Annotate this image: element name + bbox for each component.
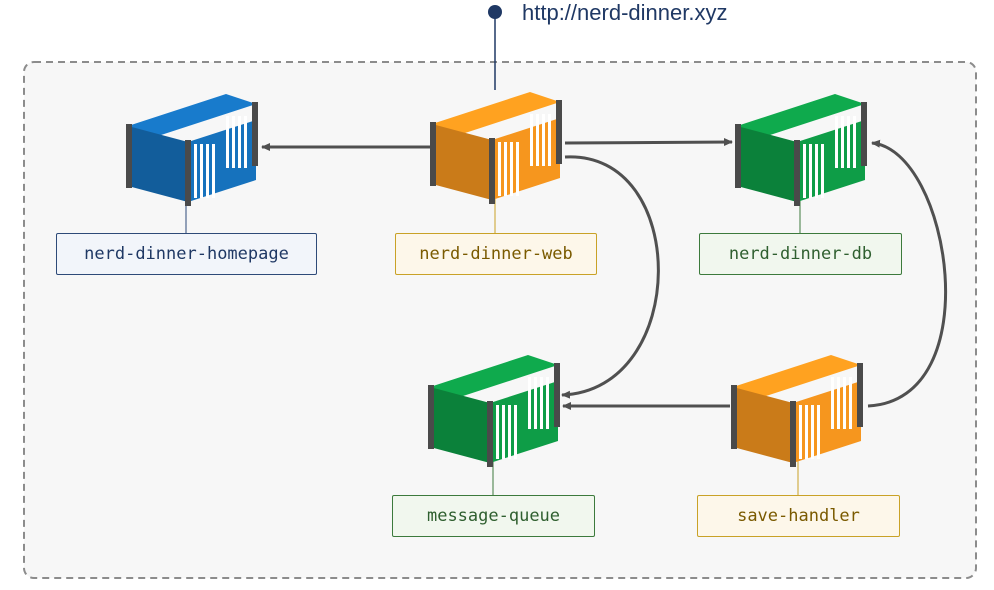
container-door-stripe — [212, 144, 215, 198]
container-door-stripe — [841, 116, 844, 168]
container-front-face — [737, 126, 797, 202]
url-dot — [488, 5, 502, 19]
container-front-face — [733, 387, 793, 463]
container-door-stripe — [799, 405, 802, 459]
container-door-stripe — [811, 405, 814, 459]
container-door-stripe — [821, 144, 824, 198]
container-door-stripe — [194, 144, 197, 198]
container-door-stripe — [853, 116, 856, 168]
container-post — [861, 102, 867, 166]
container-door-stripe — [536, 114, 539, 166]
arrow-web-to-db — [564, 138, 733, 147]
container-door-stripe — [847, 116, 850, 168]
network-boundary — [23, 61, 977, 579]
container-door-stripe — [516, 142, 519, 196]
label-nerd-dinner-web: nerd-dinner-web — [395, 233, 597, 275]
container-door-stripe — [514, 405, 517, 459]
container-door-stripe — [226, 116, 229, 168]
label-message-queue: message-queue — [392, 495, 595, 537]
arrow-save-to-db — [867, 139, 948, 408]
container-front-face — [430, 387, 490, 463]
container-post — [185, 140, 191, 206]
container-door-stripe — [496, 405, 499, 459]
container-post — [794, 140, 800, 206]
container-front-face — [432, 124, 492, 200]
container-door-stripe — [504, 142, 507, 196]
container-post — [735, 124, 741, 188]
container-door-stripe — [803, 144, 806, 198]
container-door-stripe — [200, 144, 203, 198]
arrow-web-to-queue — [561, 155, 660, 399]
container-icon-save-handler — [731, 355, 863, 467]
container-door-stripe — [508, 405, 511, 459]
container-door-stripe — [540, 377, 543, 429]
container-door-stripe — [849, 377, 852, 429]
container-icon-nerd-dinner-db — [735, 94, 867, 206]
container-door-stripe — [510, 142, 513, 196]
container-top-face — [733, 355, 861, 397]
container-post — [252, 102, 258, 166]
container-door-stripe — [542, 114, 545, 166]
container-door-stripe — [831, 377, 834, 429]
container-post — [556, 100, 562, 164]
container-post — [428, 385, 434, 449]
container-top-face — [737, 94, 865, 136]
container-icon-nerd-dinner-homepage — [126, 94, 258, 206]
container-icon-message-queue — [428, 355, 560, 467]
container-post — [554, 363, 560, 427]
container-top-face — [128, 94, 256, 136]
label-save-handler: save-handler — [697, 495, 900, 537]
endpoint-url[interactable]: http://nerd-dinner.xyz — [522, 0, 728, 25]
container-front-face — [128, 126, 188, 202]
container-door-stripe — [546, 377, 549, 429]
container-door-stripe — [805, 405, 808, 459]
container-post — [857, 363, 863, 427]
container-door-stripe — [534, 377, 537, 429]
container-door-stripe — [837, 377, 840, 429]
container-door-stripe — [809, 144, 812, 198]
container-door-stripe — [835, 116, 838, 168]
container-door-stripe — [206, 144, 209, 198]
container-door-stripe — [548, 114, 551, 166]
container-top-face — [432, 92, 560, 134]
container-post — [430, 122, 436, 186]
arrows — [261, 138, 948, 410]
container-door-stripe — [232, 116, 235, 168]
container-post — [126, 124, 132, 188]
container-door-stripe — [502, 405, 505, 459]
container-top-face — [430, 355, 558, 397]
container-post — [487, 401, 493, 467]
label-nerd-dinner-db: nerd-dinner-db — [699, 233, 902, 275]
container-door-stripe — [238, 116, 241, 168]
container-door-stripe — [815, 144, 818, 198]
container-post — [731, 385, 737, 449]
container-icon-nerd-dinner-web — [430, 92, 562, 204]
container-door-stripe — [244, 116, 247, 168]
container-door-stripe — [843, 377, 846, 429]
container-post — [790, 401, 796, 467]
container-door-stripe — [528, 377, 531, 429]
container-post — [489, 138, 495, 204]
label-nerd-dinner-homepage: nerd-dinner-homepage — [56, 233, 317, 275]
container-door-stripe — [498, 142, 501, 196]
container-door-stripe — [817, 405, 820, 459]
container-door-stripe — [530, 114, 533, 166]
